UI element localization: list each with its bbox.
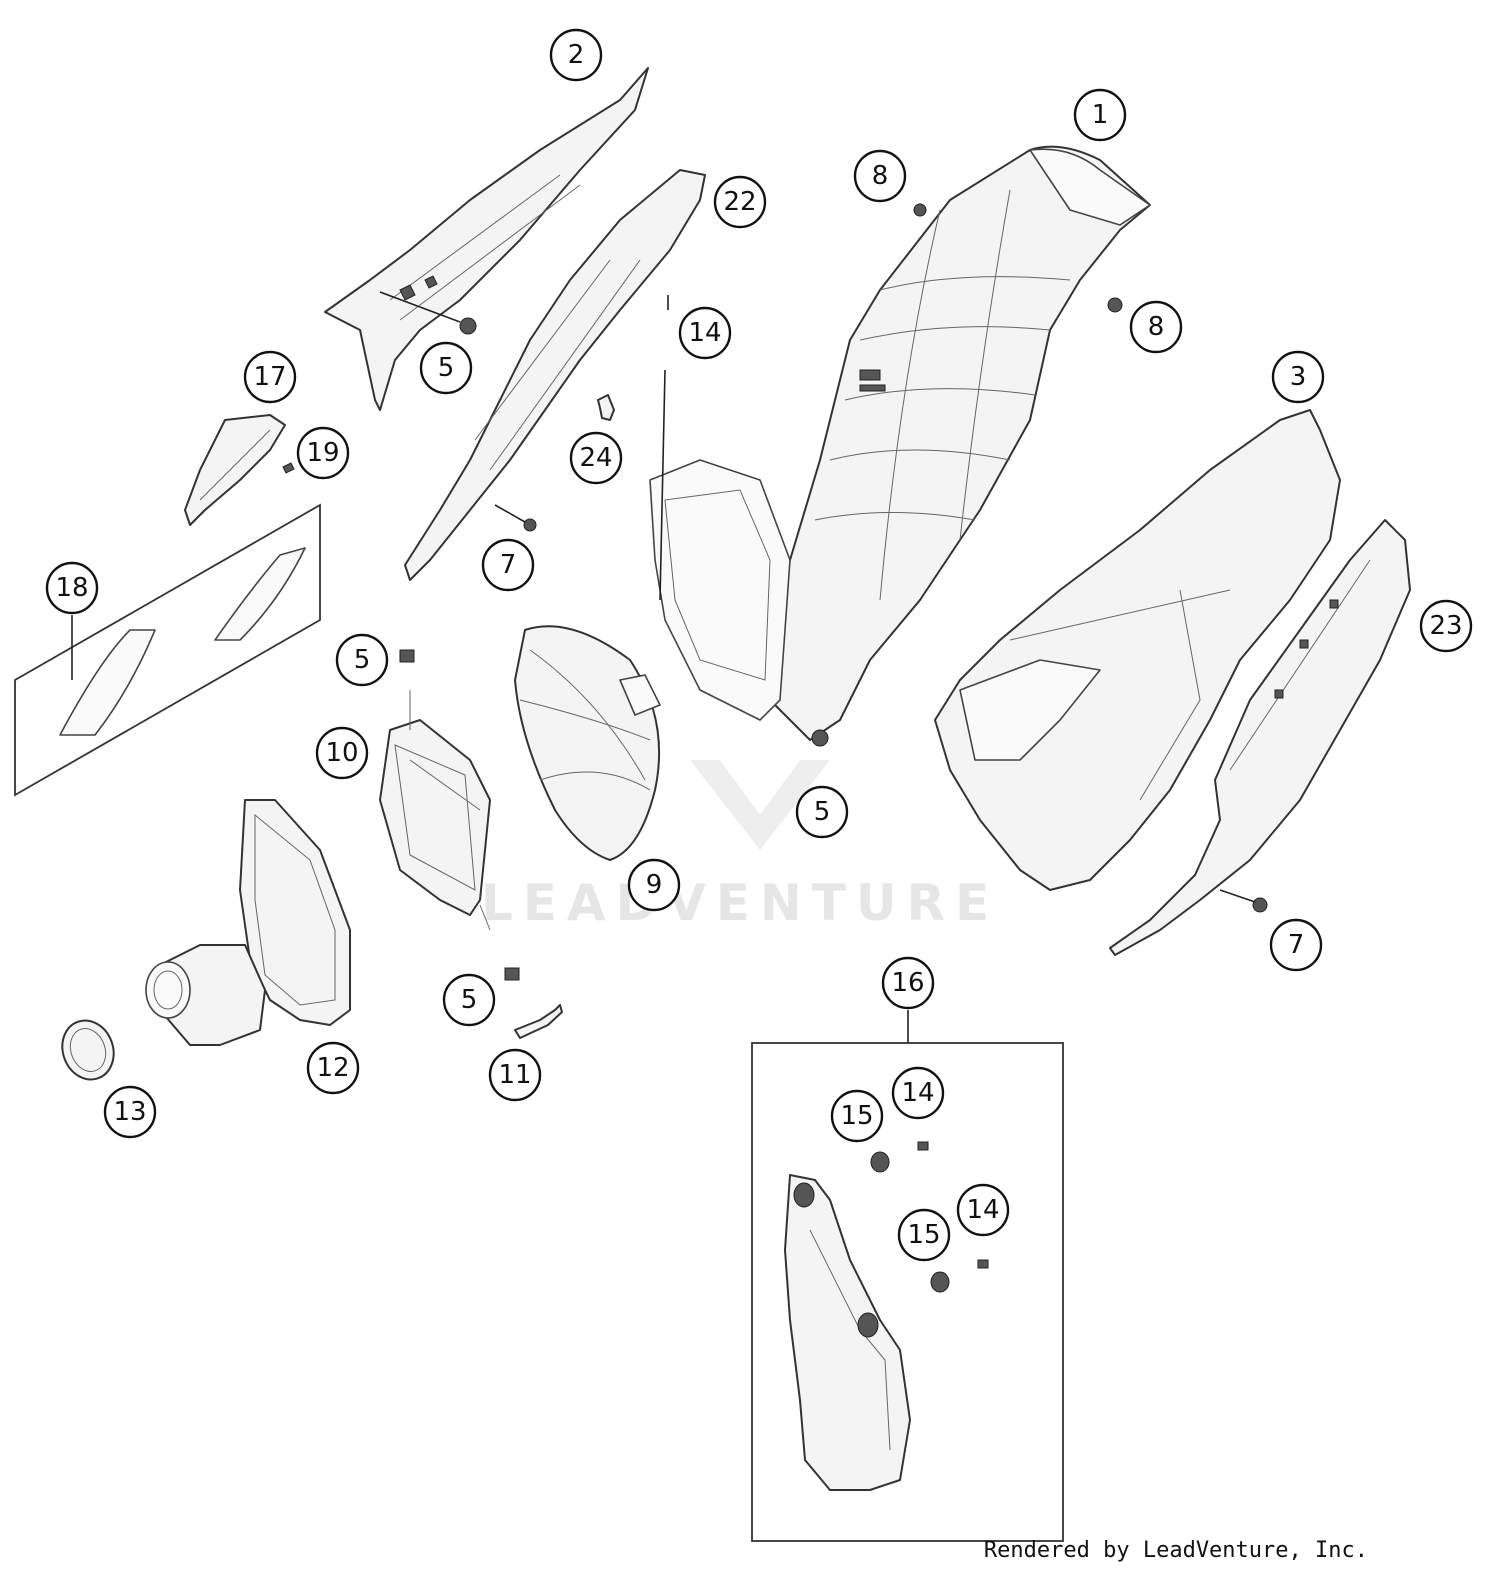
- credit-text: Rendered by LeadVenture, Inc.: [983, 1538, 1368, 1563]
- screw-5b: [399, 649, 415, 663]
- part-17-cover[interactable]: [184, 414, 286, 526]
- callout-label: 16: [891, 968, 924, 998]
- callout-8a[interactable]: 8: [853, 149, 907, 203]
- grommet-15a: [870, 1151, 890, 1173]
- callout-19[interactable]: 19: [296, 426, 350, 480]
- screw-5c: [811, 729, 829, 747]
- callout-label: 2: [568, 40, 585, 70]
- part-18-decal-set[interactable]: [14, 503, 321, 797]
- callout-14c[interactable]: 14: [956, 1183, 1010, 1237]
- part-1-airbox[interactable]: [649, 145, 1151, 741]
- callout-label: 5: [461, 985, 478, 1015]
- callout-label: 7: [500, 550, 517, 580]
- callout-22[interactable]: 22: [713, 175, 767, 229]
- callout-10[interactable]: 10: [315, 726, 369, 780]
- callout-17[interactable]: 17: [243, 350, 297, 404]
- screw-7a: [523, 518, 537, 532]
- callout-label: 8: [1148, 312, 1165, 342]
- part-2-side-trim[interactable]: [324, 67, 649, 411]
- callout-24[interactable]: 24: [569, 431, 623, 485]
- callout-label: 12: [316, 1053, 349, 1083]
- screw-5d: [504, 967, 520, 981]
- callout-label: 11: [498, 1060, 531, 1090]
- callout-23[interactable]: 23: [1419, 599, 1473, 653]
- callout-label: 15: [840, 1101, 873, 1131]
- callout-label: 22: [723, 187, 756, 217]
- leader-lines: [71, 291, 1256, 1043]
- part-13-clamp[interactable]: [54, 1013, 122, 1086]
- callout-5a[interactable]: 5: [419, 341, 473, 395]
- callout-label: 24: [579, 443, 612, 473]
- part-12-intake-boot[interactable]: [145, 799, 351, 1046]
- callout-label: 9: [646, 870, 663, 900]
- callout-label: 17: [253, 362, 286, 392]
- callout-label: 10: [325, 738, 358, 768]
- screw-14c: [977, 1259, 989, 1269]
- callout-2[interactable]: 2: [549, 28, 603, 82]
- part-11-clip[interactable]: [514, 1004, 563, 1039]
- callout-1[interactable]: 1: [1073, 88, 1127, 142]
- nut-8b: [1107, 297, 1123, 313]
- callout-15a[interactable]: 15: [830, 1089, 884, 1143]
- nut-8a: [913, 203, 927, 217]
- callout-5c[interactable]: 5: [795, 785, 849, 839]
- callout-label: 5: [438, 353, 455, 383]
- callout-label: 14: [688, 318, 721, 348]
- callout-14b[interactable]: 14: [891, 1066, 945, 1120]
- callout-13[interactable]: 13: [103, 1085, 157, 1139]
- grommet-15b: [930, 1271, 950, 1293]
- grommet-bottom: [857, 1312, 879, 1338]
- callout-5d[interactable]: 5: [442, 973, 496, 1027]
- callout-15b[interactable]: 15: [897, 1208, 951, 1262]
- callout-label: 14: [966, 1195, 999, 1225]
- part-16-kit-box[interactable]: [751, 1042, 1064, 1542]
- callout-9[interactable]: 9: [627, 858, 681, 912]
- watermark-text: LEADVENTURE: [481, 874, 999, 932]
- callout-3[interactable]: 3: [1271, 350, 1325, 404]
- screw-19: [282, 462, 295, 474]
- callout-label: 5: [354, 645, 371, 675]
- callout-label: 3: [1290, 362, 1307, 392]
- callout-label: 19: [306, 438, 339, 468]
- callout-label: 14: [901, 1078, 934, 1108]
- part-24-bracket[interactable]: [597, 394, 615, 421]
- fasteners: [282, 203, 1268, 981]
- callout-label: 8: [872, 161, 889, 191]
- callout-7b[interactable]: 7: [1269, 918, 1323, 972]
- screw-14b: [917, 1141, 929, 1151]
- callout-5b[interactable]: 5: [335, 633, 389, 687]
- grommet-top: [793, 1182, 815, 1208]
- part-9-air-filter[interactable]: [514, 625, 661, 861]
- callout-8b[interactable]: 8: [1129, 300, 1183, 354]
- callout-7a[interactable]: 7: [481, 538, 535, 592]
- long-bolt: [659, 369, 666, 601]
- callout-label: 1: [1092, 100, 1109, 130]
- callout-label: 7: [1288, 930, 1305, 960]
- part-22-trim-rail[interactable]: [404, 169, 706, 581]
- screw-7b: [1252, 897, 1268, 913]
- callout-label: 15: [907, 1220, 940, 1250]
- callout-label: 23: [1429, 611, 1462, 641]
- callout-label: 5: [814, 797, 831, 827]
- callout-12[interactable]: 12: [306, 1041, 360, 1095]
- part-3-side-panel[interactable]: [934, 409, 1341, 891]
- callout-label: 18: [55, 573, 88, 603]
- part-23-panel-rail[interactable]: [1109, 519, 1411, 956]
- callout-14a[interactable]: 14: [678, 306, 732, 360]
- callout-18[interactable]: 18: [45, 561, 99, 615]
- callout-label: 13: [113, 1097, 146, 1127]
- callout-16[interactable]: 16: [881, 956, 935, 1010]
- part-10-filter-cage[interactable]: [379, 690, 491, 931]
- screw-5a: [459, 317, 477, 335]
- watermark: LEADVENTURE: [481, 670, 999, 932]
- callout-11[interactable]: 11: [488, 1048, 542, 1102]
